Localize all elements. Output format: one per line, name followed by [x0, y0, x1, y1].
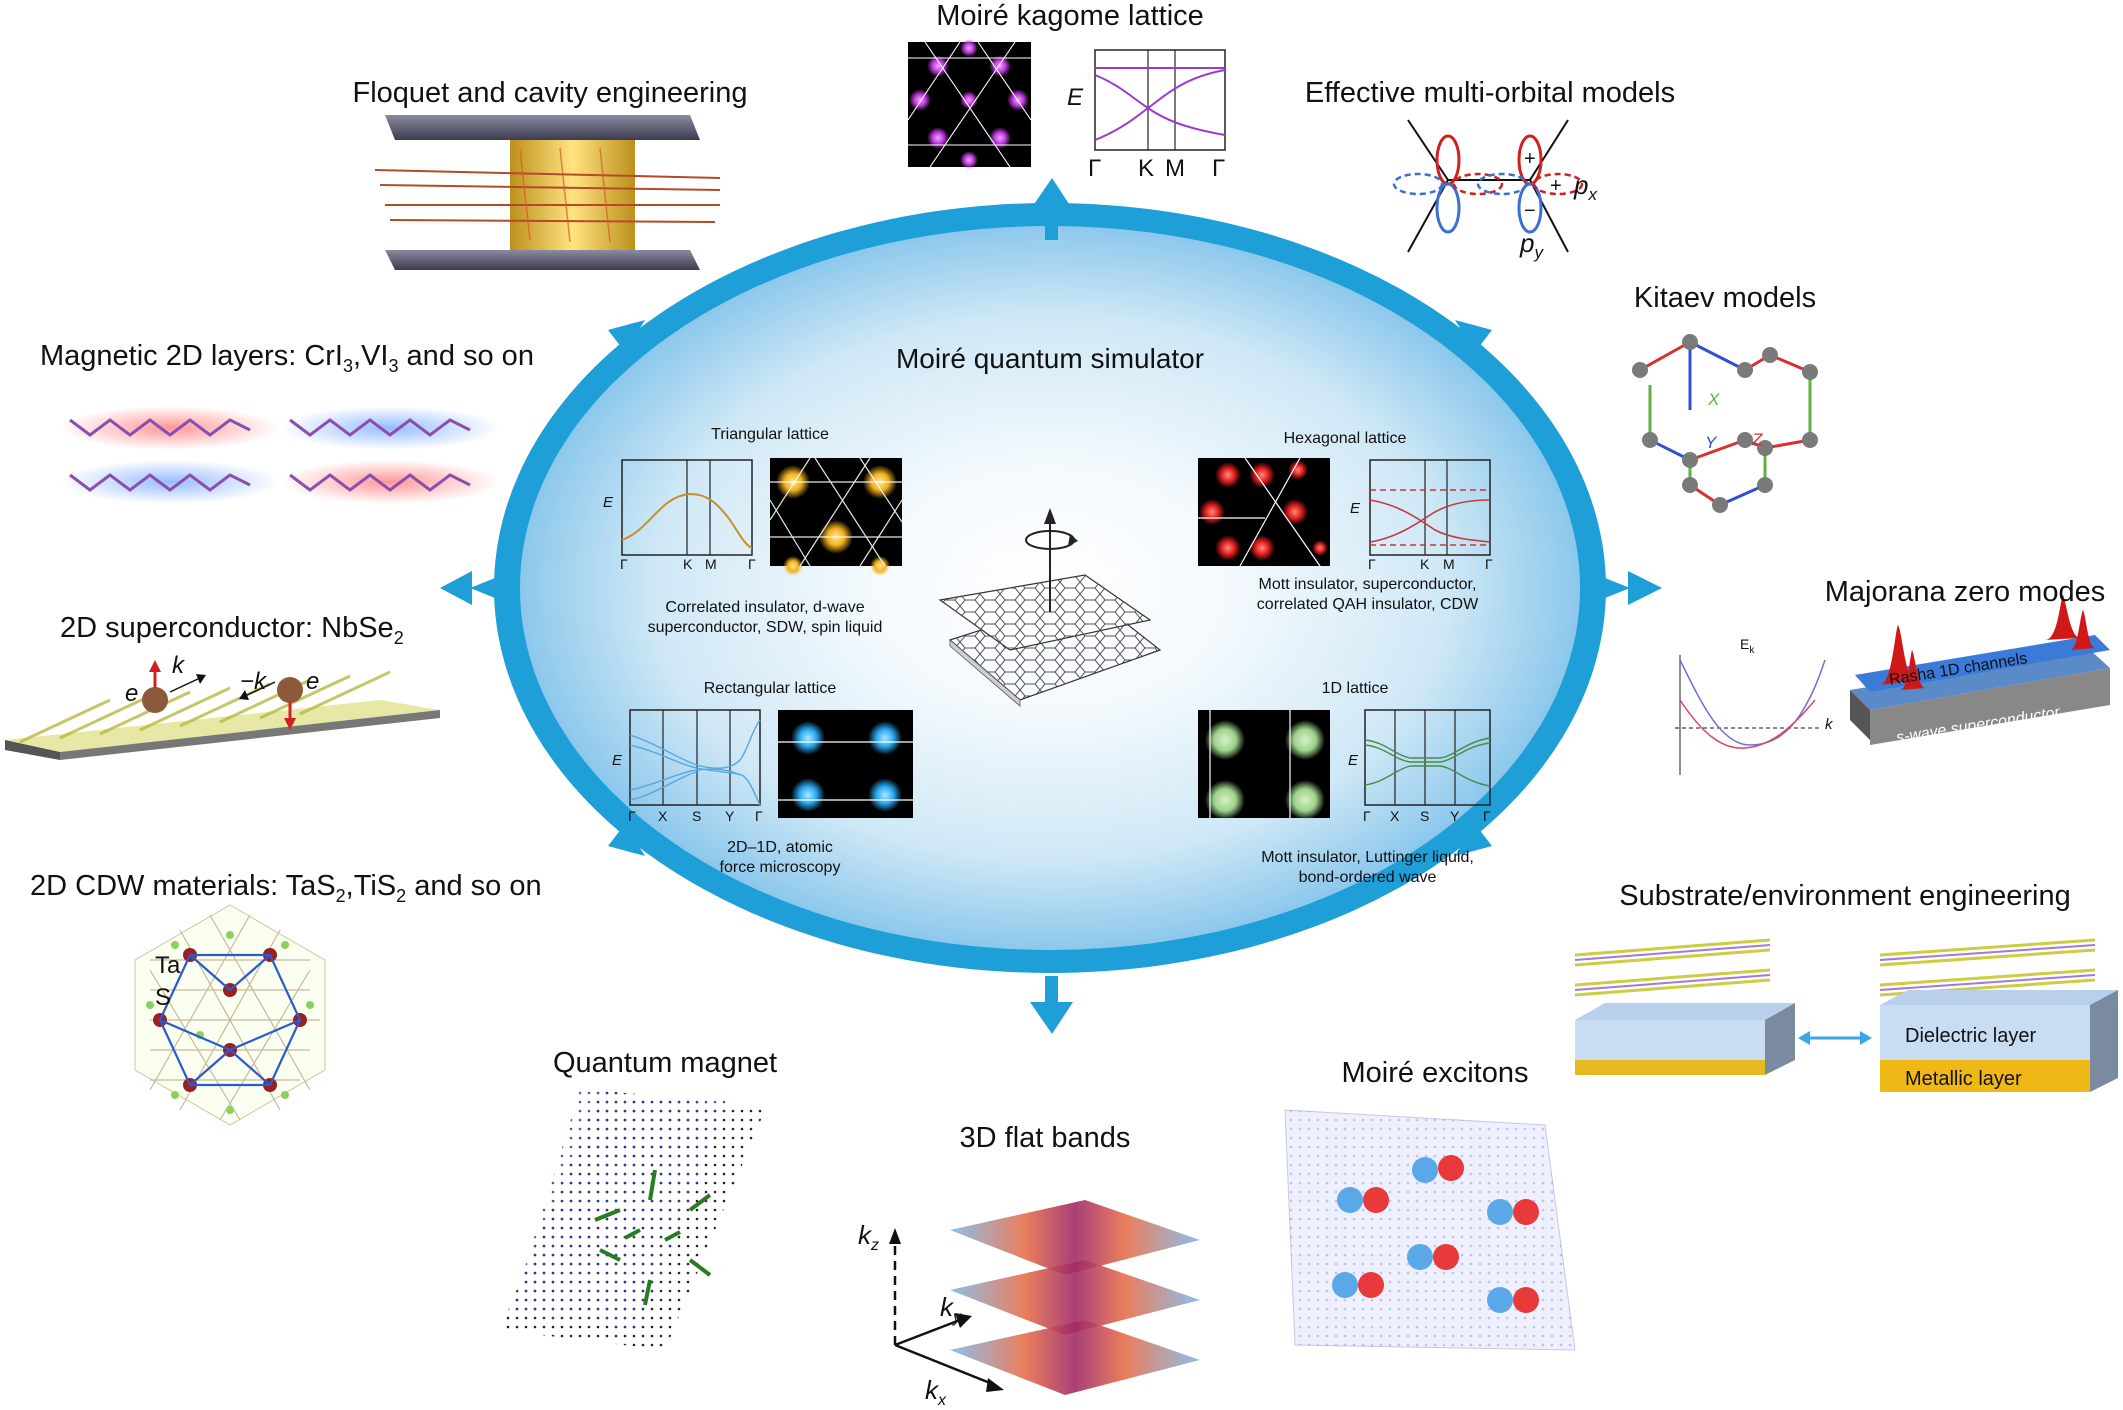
topic-title-kitaev: Kitaev models	[1633, 282, 1817, 314]
panel-caption-1d: Mott insulator, Luttinger liquid,bond-or…	[1261, 849, 1474, 886]
excitons-graphic	[1284, 1109, 1576, 1351]
panel-title-1d: 1D lattice	[1321, 680, 1389, 697]
topic-title-substrate: Substrate/environment engineering	[1619, 880, 2071, 912]
rectangular-band-plot	[629, 709, 761, 806]
electron-label: e	[306, 668, 320, 695]
triangular-band-plot	[621, 459, 753, 556]
dielectric-label: Dielectric layer	[1905, 1025, 2037, 1047]
tick-label: S	[692, 808, 702, 824]
plus-sign: +	[1550, 175, 1562, 197]
tick-label: Γ	[628, 808, 636, 824]
bond-label-y: Y	[1705, 433, 1717, 452]
floquet-cavity-graphic	[374, 115, 721, 270]
tick-label: X	[658, 808, 668, 824]
tick-label: K	[1138, 155, 1155, 182]
tick-label: M	[1443, 556, 1455, 572]
atom-label-s: S	[155, 984, 172, 1011]
substrate-graphic	[1574, 938, 2118, 1092]
triangular-lattice-image	[769, 457, 903, 576]
topic-title-majorana: Majorana zero modes	[1824, 576, 2106, 608]
tick-label: Γ	[1212, 155, 1226, 182]
px-label: px	[1574, 170, 1597, 205]
tick-label: S	[1420, 808, 1430, 824]
tick-label: Y	[725, 808, 735, 824]
tick-label: Γ	[755, 808, 763, 824]
hexagonal-lattice-image	[1190, 457, 1330, 567]
twisted-bilayer-graphic	[938, 508, 1162, 707]
tick-label: X	[1390, 808, 1400, 824]
magnetic-layers-graphic	[60, 406, 500, 504]
tick-label: Y	[1450, 808, 1460, 824]
topic-title-superconductor: 2D superconductor: NbSe2	[60, 612, 404, 648]
tick-label: Γ	[1485, 556, 1493, 572]
one-d-lattice-image	[1198, 710, 1330, 820]
topic-title-cdw: 2D CDW materials: TaS2,TiS2 and so on	[30, 870, 542, 906]
rectangular-lattice-image	[778, 710, 913, 818]
kz-label: kz	[858, 1220, 879, 1255]
tick-label: Γ	[1483, 808, 1491, 824]
energy-axis-label: E	[612, 752, 623, 769]
kx-label: kx	[925, 1375, 946, 1410]
momentum-label: −k	[240, 668, 267, 695]
tick-label: Γ	[1368, 556, 1376, 572]
superconductor-graphic	[5, 660, 440, 760]
tick-label: M	[1165, 155, 1185, 182]
quantum-magnet-graphic	[500, 1090, 765, 1350]
tick-label: Γ	[1363, 808, 1371, 824]
tick-label: Γ	[748, 556, 756, 572]
panel-title-rectangular: Rectangular lattice	[703, 680, 837, 697]
hexagonal-band-plot	[1369, 459, 1491, 556]
momentum-label: k	[1825, 716, 1833, 733]
momentum-label: k	[172, 652, 184, 679]
panel-title-hexagonal: Hexagonal lattice	[1283, 430, 1407, 447]
multiorbital-graphic	[1392, 119, 1584, 253]
flat-bands-graphic	[889, 1200, 1200, 1395]
topic-title-quantum-magnet: Quantum magnet	[552, 1047, 778, 1079]
tick-label: K	[1420, 556, 1430, 572]
energy-axis-label: E	[1348, 752, 1359, 769]
kagome-lattice-image	[907, 39, 1032, 169]
panel-caption-hexagonal: Mott insulator, superconductor,correlate…	[1256, 576, 1479, 613]
outward-arrows	[440, 178, 1662, 1034]
energy-axis-label: Ek	[1740, 636, 1755, 656]
plus-sign: +	[1524, 148, 1536, 170]
metallic-label: Metallic layer	[1905, 1068, 2022, 1090]
kagome-band-plot	[1094, 49, 1226, 151]
majorana-graphic	[1675, 595, 2110, 775]
cdw-graphic	[134, 904, 326, 1126]
tick-label: M	[705, 556, 717, 572]
topic-title-multiorbital: Effective multi-orbital models	[1304, 77, 1676, 109]
topic-title-floquet: Floquet and cavity engineering	[352, 77, 748, 109]
center-title: Moiré quantum simulator	[895, 343, 1205, 374]
electron-label: e	[125, 680, 139, 707]
topic-title-excitons: Moiré excitons	[1341, 1057, 1529, 1089]
tick-label: K	[683, 556, 693, 572]
panel-title-triangular: Triangular lattice	[711, 426, 829, 443]
tick-label: Γ	[1088, 155, 1102, 182]
tick-label: Γ	[620, 556, 628, 572]
topic-title-kagome: Moiré kagome lattice	[936, 0, 1204, 32]
py-label: py	[1520, 228, 1543, 263]
minus-sign: −	[1524, 200, 1536, 222]
topic-title-flat-bands: 3D flat bands	[959, 1122, 1131, 1154]
atom-label-ta: Ta	[155, 952, 181, 979]
topic-title-magnetic: Magnetic 2D layers: CrI3,VI3 and so on	[40, 340, 534, 376]
one-d-band-plot	[1364, 709, 1491, 806]
energy-axis-label: E	[603, 494, 614, 511]
bond-label-z: Z	[1752, 430, 1763, 449]
energy-axis-label: E	[1067, 84, 1084, 111]
bond-label-x: X	[1708, 390, 1720, 409]
energy-axis-label: E	[1350, 500, 1361, 517]
kitaev-graphic	[1632, 334, 1818, 513]
ky-label: ky	[940, 1292, 961, 1327]
